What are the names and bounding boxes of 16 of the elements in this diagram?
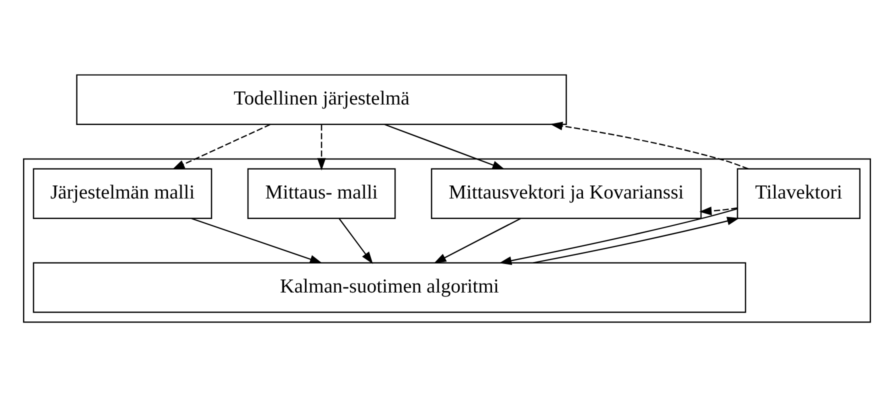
arrow (384, 124, 505, 170)
arrow (699, 206, 738, 216)
node-box: Mittausvektori ja Kovarianssi (430, 168, 702, 219)
arrow (499, 208, 738, 265)
node-box: Kalman-suotimen algoritmi (32, 262, 746, 313)
arrow (550, 122, 749, 170)
arrow (317, 124, 326, 170)
node-box: Mittaus- malli (247, 168, 396, 219)
node-box: Todellinen järjestelmä (76, 74, 567, 125)
arrow (191, 218, 322, 264)
arrow (434, 218, 522, 264)
node-box: Tilavektori (736, 168, 860, 219)
node-box: Järjestelmän malli (32, 168, 212, 219)
arrow (172, 124, 271, 170)
arrow (338, 218, 373, 264)
arrow (533, 216, 740, 264)
